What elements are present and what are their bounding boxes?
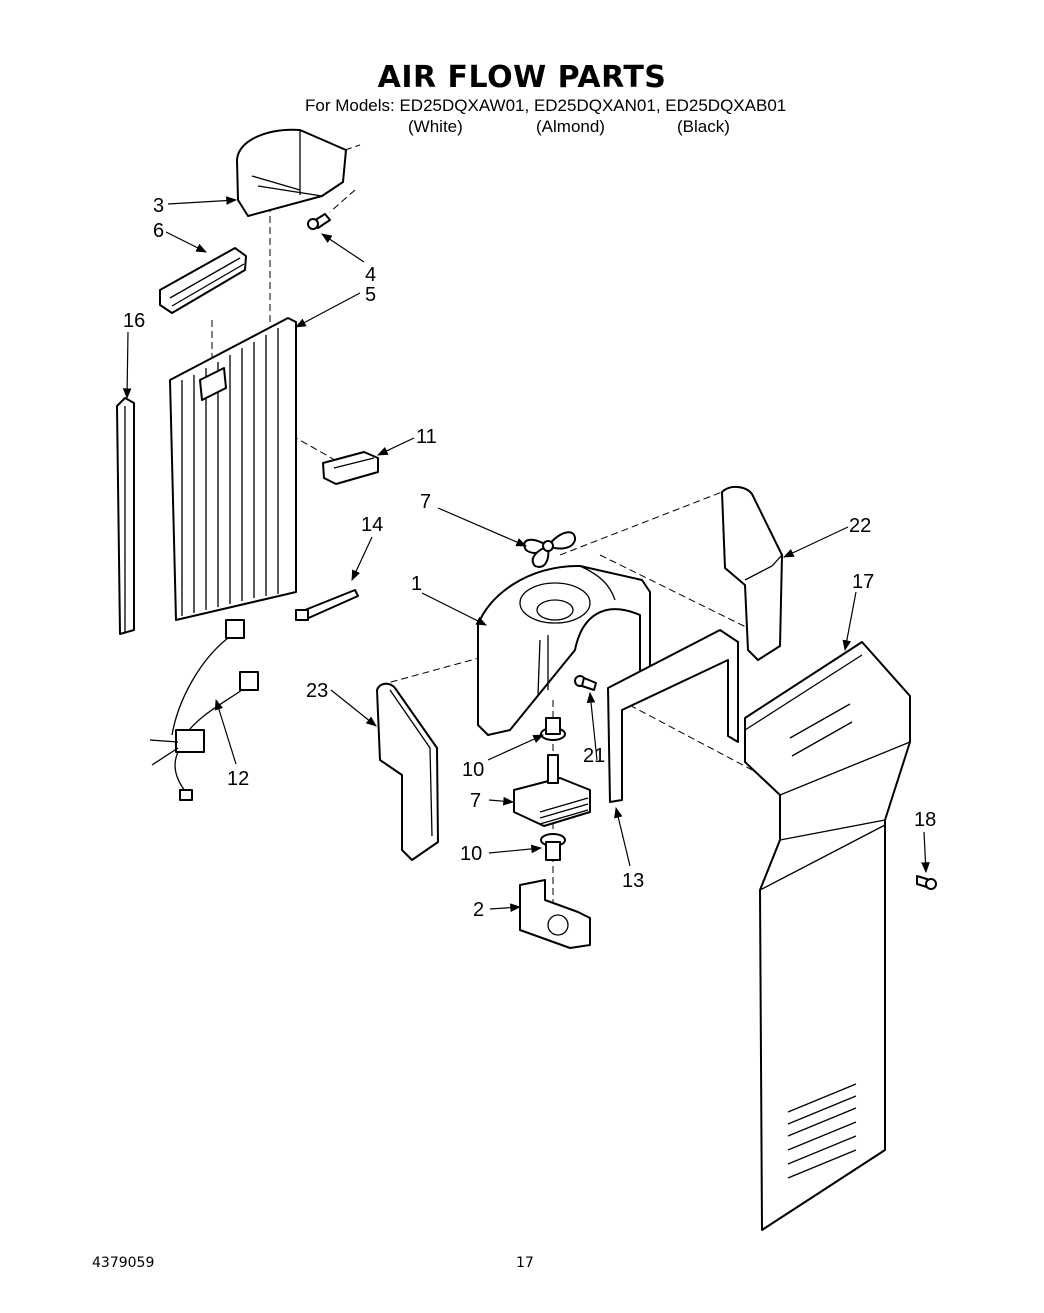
part-22-side-channel bbox=[721, 486, 783, 661]
document-number: 4379059 bbox=[92, 1255, 155, 1271]
models-line: For Models: ED25DQXAW01, ED25DQXAN01, ED… bbox=[305, 96, 787, 115]
part-5-evaporator-panel bbox=[169, 317, 297, 621]
label-part-5: 5 bbox=[365, 284, 376, 306]
part-labels: 3 6 4 5 16 11 7 14 22 1 17 23 21 10 12 7… bbox=[123, 195, 936, 921]
part-10-lower-bushing bbox=[540, 833, 566, 861]
label-part-8: 7 bbox=[420, 491, 431, 513]
part-17-air-duct bbox=[744, 641, 911, 1231]
label-part-21: 21 bbox=[583, 745, 605, 767]
part-16-trim-strip bbox=[116, 397, 135, 635]
label-part-16: 16 bbox=[123, 310, 145, 332]
part-10-upper-bushing bbox=[540, 717, 566, 741]
label-part-10-upper: 10 bbox=[462, 759, 484, 781]
part-7-fan-motor bbox=[513, 754, 591, 827]
part-23-side-channel bbox=[376, 682, 439, 861]
part-6-grille bbox=[159, 247, 247, 314]
label-part-17: 17 bbox=[852, 571, 874, 593]
label-part-2: 2 bbox=[473, 899, 484, 921]
part-11-switch bbox=[322, 451, 379, 485]
label-part-13: 13 bbox=[622, 870, 644, 892]
part-3-duct-cover bbox=[236, 128, 347, 217]
label-part-3: 3 bbox=[153, 195, 164, 217]
label-part-4: 4 bbox=[365, 264, 376, 286]
part-4-screw bbox=[307, 213, 331, 230]
label-part-23: 23 bbox=[306, 680, 328, 702]
part-8-fan-blade bbox=[523, 531, 576, 568]
part-18-screw bbox=[916, 875, 937, 890]
part-13-seal bbox=[607, 629, 739, 803]
page-number: 17 bbox=[516, 1255, 534, 1271]
part-21-screw bbox=[574, 675, 597, 691]
page-title: AIR FLOW PARTS bbox=[377, 60, 667, 95]
label-part-7-text: 7 bbox=[470, 790, 481, 812]
part-2-motor-bracket bbox=[519, 879, 591, 949]
color-almond: (Almond) bbox=[536, 117, 605, 136]
color-white: (White) bbox=[408, 117, 463, 136]
part-12-wire-harness bbox=[149, 619, 259, 801]
label-part-18: 18 bbox=[914, 809, 936, 831]
part-1-fan-shroud bbox=[477, 564, 651, 736]
label-part-11: 11 bbox=[416, 426, 437, 448]
leader-lines bbox=[122, 196, 930, 912]
part-14-thermistor bbox=[295, 589, 359, 621]
label-part-10-lower: 10 bbox=[460, 843, 482, 865]
color-black: (Black) bbox=[677, 117, 730, 136]
label-part-22: 22 bbox=[849, 515, 871, 537]
label-part-12: 12 bbox=[227, 768, 249, 790]
assembly-lines bbox=[211, 144, 791, 905]
label-part-1: 1 bbox=[411, 573, 422, 595]
label-part-14: 14 bbox=[361, 514, 383, 536]
label-part-6: 6 bbox=[153, 220, 164, 242]
